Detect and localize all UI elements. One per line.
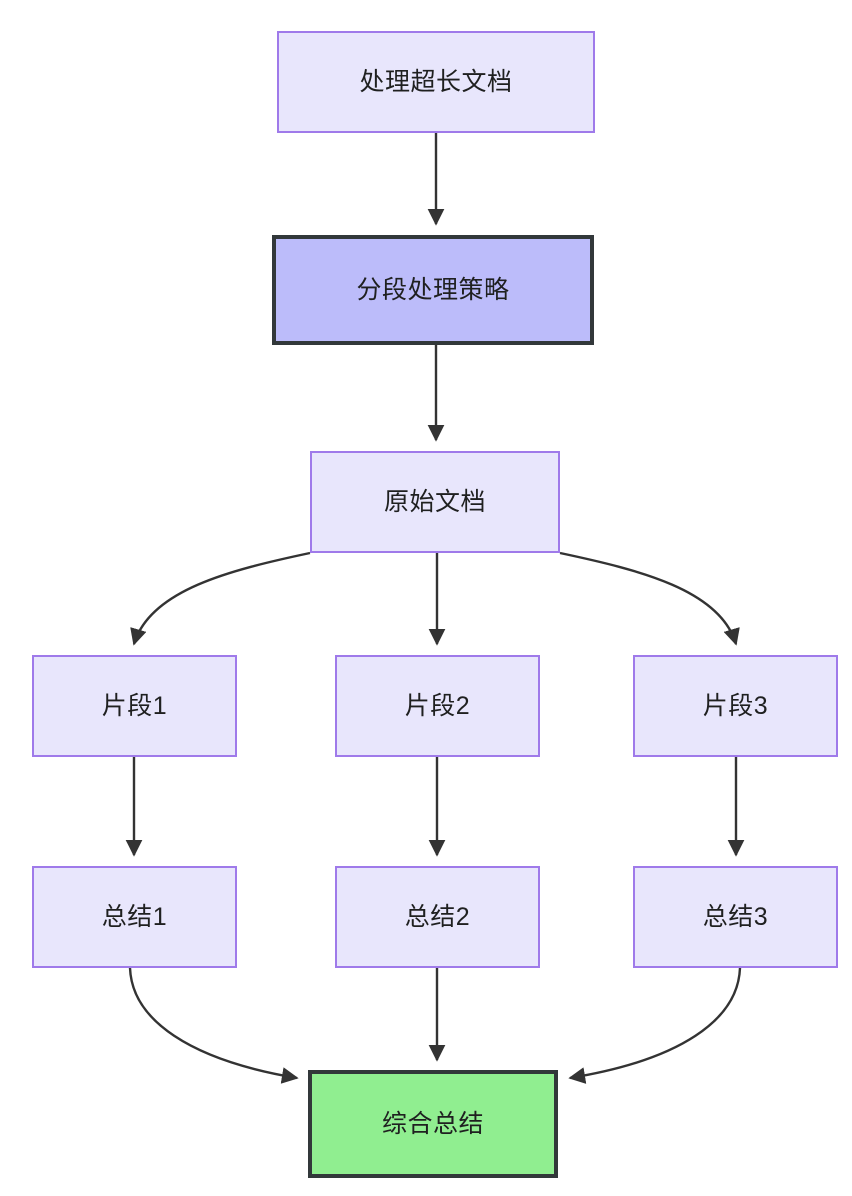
node-comprehensive-summary[interactable]: 综合总结 [308, 1070, 558, 1178]
node-summary-2[interactable]: 总结2 [335, 866, 540, 968]
edge-n9-n10 [568, 967, 742, 1084]
node-original-document[interactable]: 原始文档 [310, 451, 560, 553]
node-label: 处理超长文档 [359, 68, 513, 96]
edge-n7-n10 [128, 967, 299, 1084]
node-fragment-1[interactable]: 片段1 [32, 655, 237, 757]
node-label: 总结3 [702, 903, 769, 931]
node-summary-1[interactable]: 总结1 [32, 866, 237, 968]
node-summary-3[interactable]: 总结3 [633, 866, 838, 968]
node-label: 总结2 [404, 903, 471, 931]
node-chunking-strategy[interactable]: 分段处理策略 [272, 235, 594, 345]
node-label: 片段2 [404, 692, 471, 720]
node-fragment-3[interactable]: 片段3 [633, 655, 838, 757]
node-process-long-document[interactable]: 处理超长文档 [277, 31, 595, 133]
edge-n3-n6 [559, 551, 740, 646]
node-label: 片段1 [101, 692, 168, 720]
node-label: 综合总结 [381, 1110, 484, 1138]
node-label: 分段处理策略 [356, 276, 510, 304]
edge-n3-n4 [130, 551, 311, 646]
node-label: 片段3 [702, 692, 769, 720]
node-fragment-2[interactable]: 片段2 [335, 655, 540, 757]
node-label: 总结1 [101, 903, 168, 931]
node-label: 原始文档 [383, 488, 486, 516]
